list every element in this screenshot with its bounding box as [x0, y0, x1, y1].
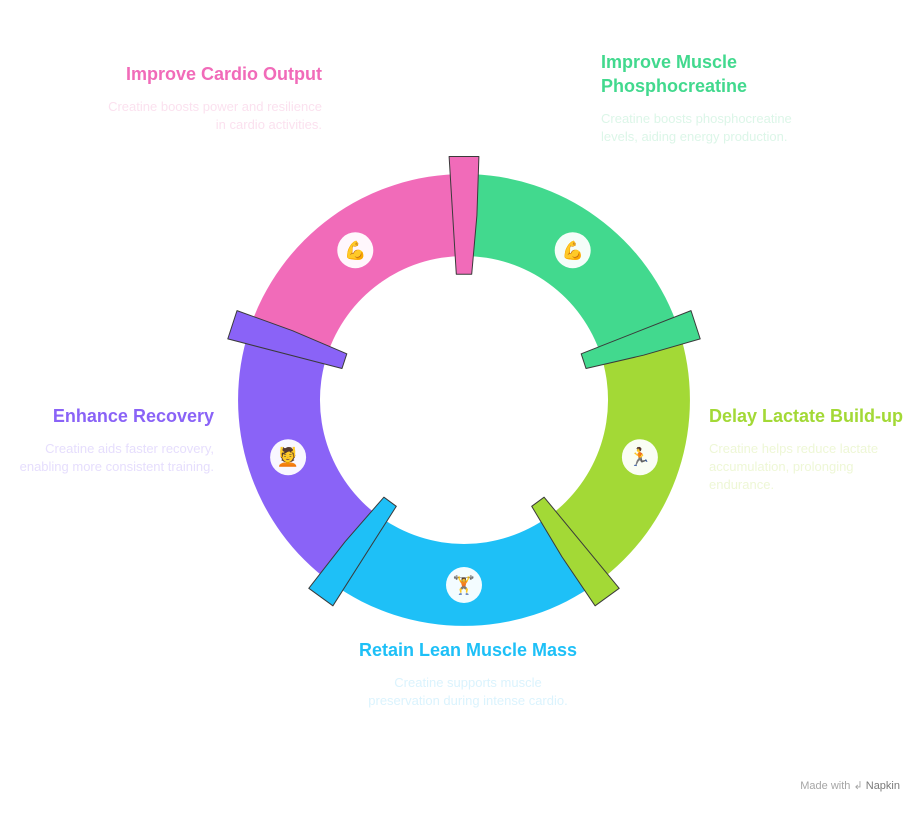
ring-connector-lactate [531, 496, 620, 607]
step-description-recovery: Creatine aids faster recovery, enabling … [19, 441, 214, 474]
napkin-footer[interactable]: Made with ↲ Napkin [800, 779, 900, 792]
step-title-lean-mass: Retain Lean Muscle Mass [358, 640, 578, 660]
step-title-cardio: Improve Cardio Output [125, 64, 322, 84]
flexed-bicep-icon: 💪 [337, 232, 374, 269]
weightlifter-icon: 🏋 [446, 567, 482, 603]
svg-text:🏃: 🏃 [629, 446, 651, 467]
ring-connector-lean-mass [308, 496, 397, 607]
step-description-cardio: Creatine boosts power and resilience in … [108, 99, 322, 132]
runner-stopwatch-icon: 🏃 [621, 439, 658, 476]
step-label-cardio: Improve Cardio Output Creatine boosts po… [102, 62, 322, 134]
svg-text:💪: 💪 [561, 239, 583, 260]
svg-text:💪: 💪 [344, 239, 366, 260]
step-label-recovery: Enhance Recovery Creatine aids faster re… [0, 404, 214, 476]
footer-brand: Napkin [865, 780, 900, 792]
svg-text:🏋: 🏋 [453, 574, 475, 595]
step-label-lean-mass: Retain Lean Muscle Mass Creatine support… [358, 638, 578, 710]
ring-segment-lactate [548, 330, 690, 583]
ring-segment-recovery [238, 330, 380, 583]
step-description-phosphocreatine: Creatine boosts phosphocreatine levels, … [601, 111, 792, 144]
ring-icons: 💪 💪 🏃 🏋 💆 [270, 232, 658, 603]
step-description-lactate: Creatine helps reduce lactate accumulati… [709, 441, 879, 492]
ring-connector-recovery [227, 310, 348, 369]
footer-prefix: Made with [800, 780, 851, 792]
step-label-lactate: Delay Lactate Build-up Creatine helps re… [709, 404, 909, 494]
ring-segments [227, 156, 701, 626]
step-description-lean-mass: Creatine supports muscle preservation du… [368, 675, 568, 708]
massage-icon: 💆 [270, 439, 307, 476]
svg-text:💆: 💆 [277, 446, 299, 467]
step-label-phosphocreatine: Improve Muscle Phosphocreatine Creatine … [601, 50, 821, 146]
ring-connector-cardio [448, 156, 480, 275]
napkin-logo-icon: ↲ [853, 780, 863, 792]
step-title-phosphocreatine: Improve Muscle Phosphocreatine [601, 52, 748, 96]
step-title-lactate: Delay Lactate Build-up [709, 406, 904, 426]
muscle-arm-icon: 💪 [554, 232, 591, 269]
ring-connector-phosphocreatine [580, 310, 701, 369]
step-title-recovery: Enhance Recovery [52, 406, 214, 426]
